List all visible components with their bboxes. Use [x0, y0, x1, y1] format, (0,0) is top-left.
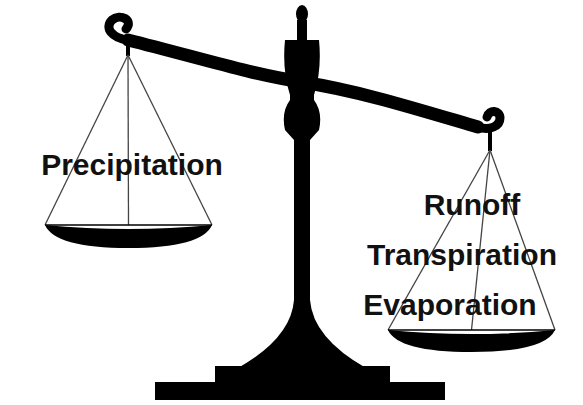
pan-rim — [45, 224, 212, 226]
scale-finial-stem — [297, 20, 307, 42]
pan-rim — [388, 329, 555, 331]
scale-pan: Precipitation — [15, 50, 250, 250]
pan-string — [127, 55, 129, 225]
pan-bowl — [45, 225, 212, 248]
pan-string — [45, 55, 128, 225]
scale-base — [155, 382, 445, 400]
pan-string — [128, 55, 212, 225]
pan-label: Transpiration — [367, 240, 557, 270]
pan-label: Runoff — [424, 190, 521, 220]
beam-curl — [478, 111, 500, 128]
pan-hook — [126, 44, 130, 56]
pan-bowl — [388, 330, 555, 352]
beam-curl — [109, 17, 129, 40]
scale-pan: RunoffTranspirationEvaporation — [340, 145, 583, 355]
scale-beam — [128, 40, 478, 127]
pan-hook — [488, 130, 492, 151]
pan-label: Evaporation — [363, 290, 536, 320]
scale-plinth — [215, 366, 390, 384]
pan-label: Precipitation — [41, 150, 223, 180]
scale-finial — [296, 5, 308, 23]
